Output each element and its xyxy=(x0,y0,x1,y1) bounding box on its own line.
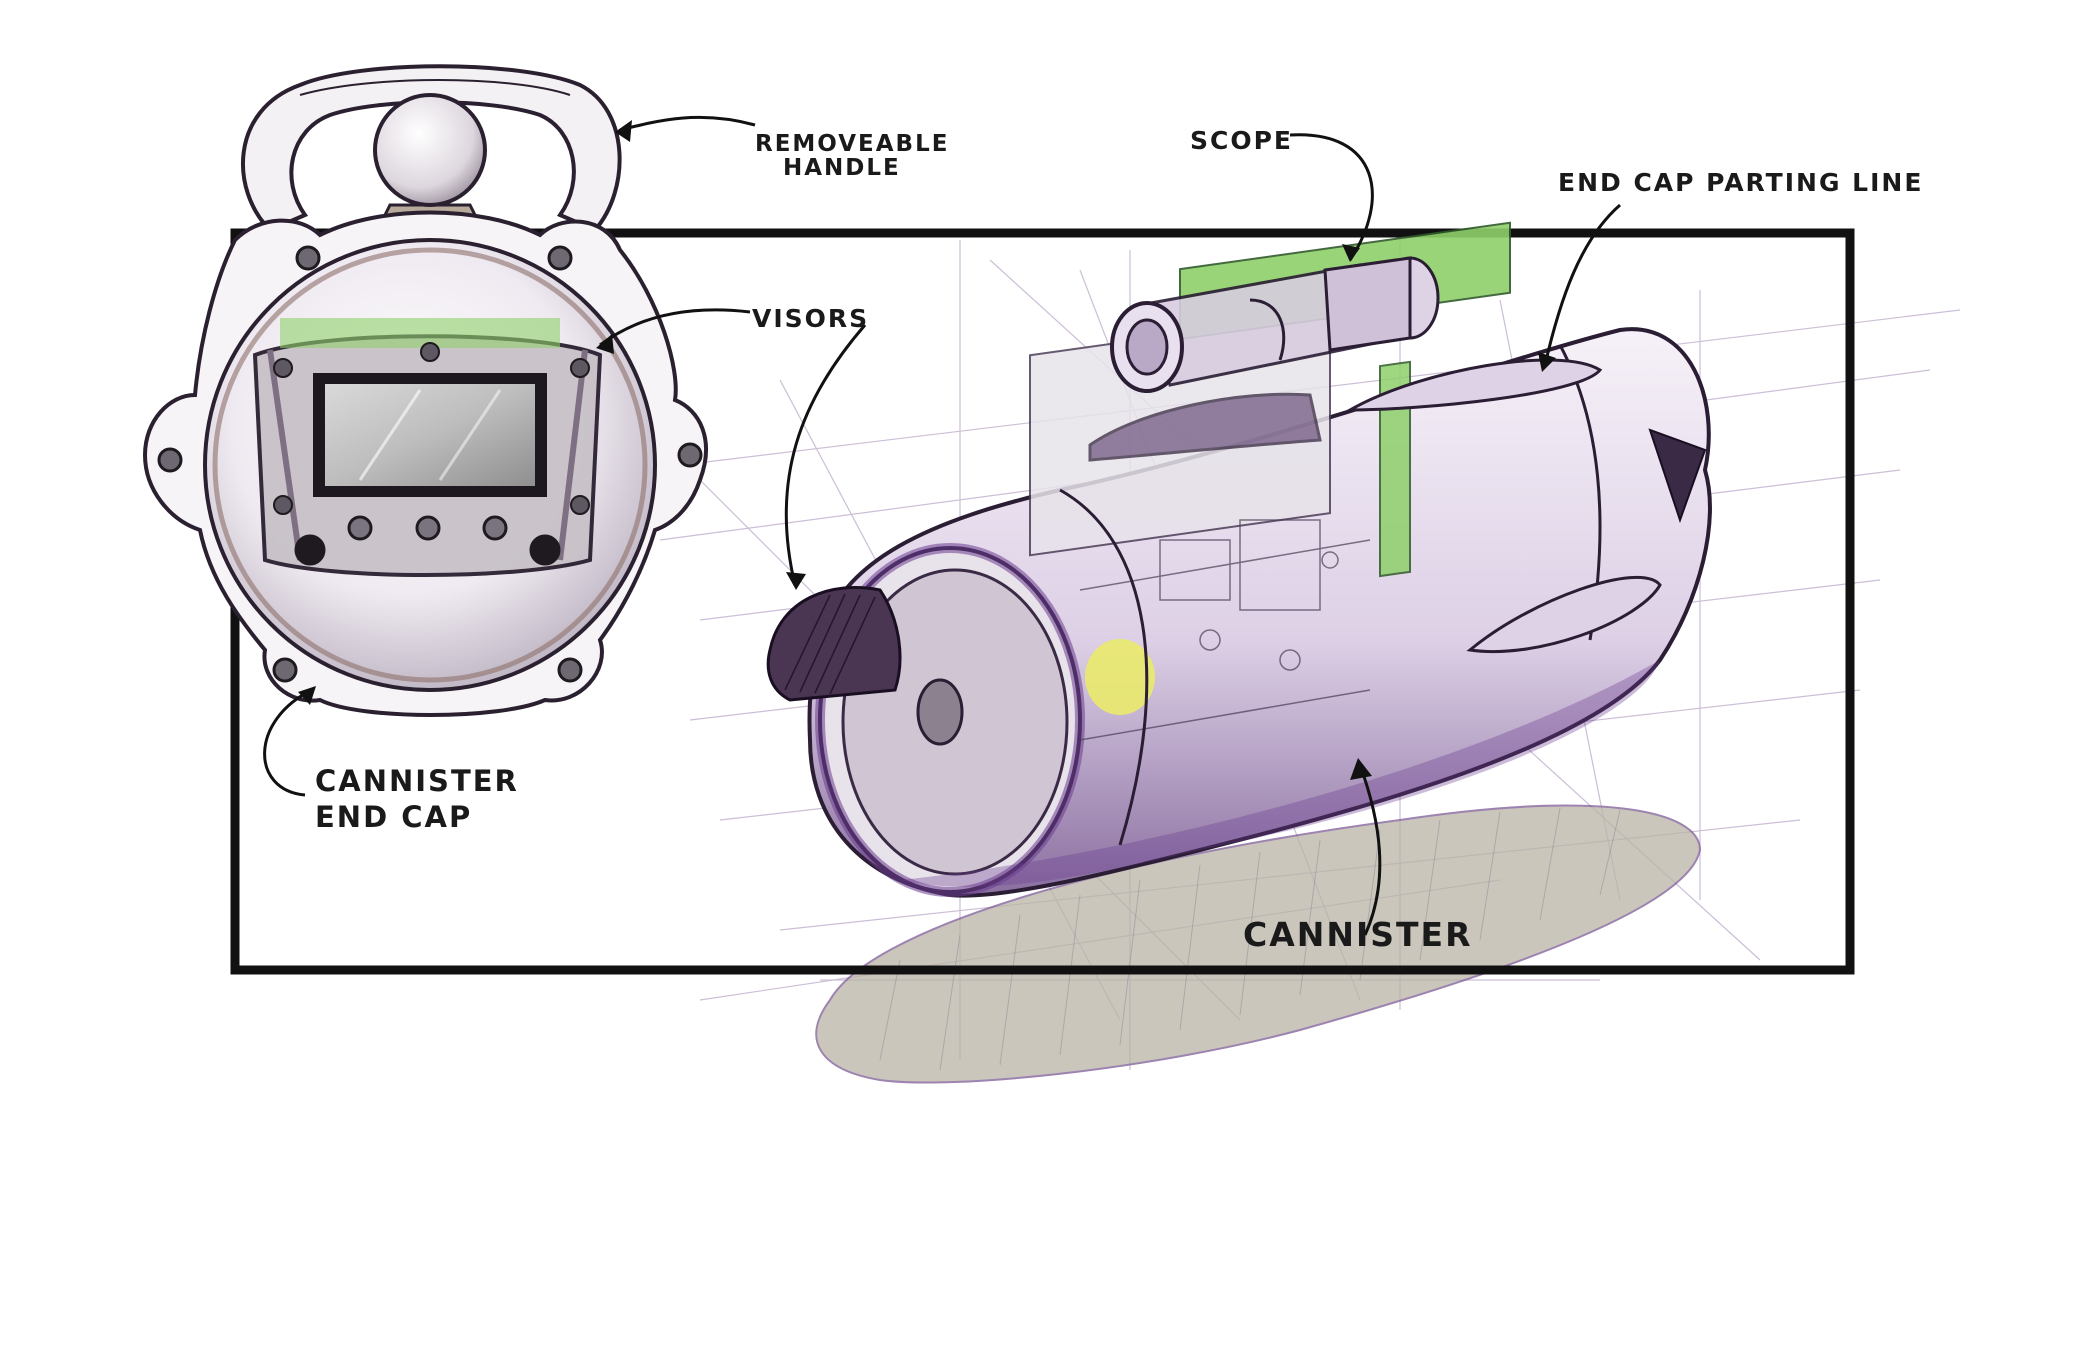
leader-visors xyxy=(599,308,751,347)
leader-visor-hood xyxy=(784,324,867,586)
leader-handle xyxy=(619,115,756,132)
scope xyxy=(1088,256,1440,462)
handle-knob xyxy=(373,93,487,207)
callout-visors-label: VISORS xyxy=(752,304,870,333)
callout-canister-end-cap-line2: END CAP xyxy=(315,800,473,835)
callout-removable-handle-line2: HANDLE xyxy=(783,155,901,182)
callout-canister-end-cap: CANNISTER END CAP xyxy=(315,766,519,833)
visor-pcb-strip xyxy=(280,318,560,348)
callout-canister-label: CANNISTER xyxy=(1243,915,1473,954)
leader-scope xyxy=(1289,133,1374,261)
callout-end-cap-parting-line-label: END CAP PARTING LINE xyxy=(1558,168,1924,197)
internal-pcb-vertical xyxy=(1379,360,1411,578)
lens xyxy=(916,678,964,746)
shadow-hatch xyxy=(879,807,1621,1071)
scope-mount xyxy=(1088,392,1322,462)
canister-band xyxy=(1059,488,1149,846)
leader-lines xyxy=(263,115,1621,936)
internal-yellow-element xyxy=(1085,639,1155,715)
arrowheads xyxy=(298,120,1556,780)
leader-canister xyxy=(1358,764,1382,936)
rear-slot-lower xyxy=(1466,575,1662,653)
rear-fin xyxy=(1648,428,1707,524)
cap-buttons xyxy=(294,515,561,566)
leader-parting xyxy=(1543,203,1621,366)
callout-canister-end-cap-line1: CANNISTER xyxy=(315,764,519,798)
cap-bolts xyxy=(157,245,703,683)
callout-removable-handle: REMOVEABLE HANDLE xyxy=(755,132,949,180)
canister-body xyxy=(766,221,1712,898)
callout-visors: VISORS xyxy=(752,304,870,333)
callout-canister: CANNISTER xyxy=(1243,915,1473,954)
rear-slot-upper xyxy=(1344,358,1603,412)
removable-handle xyxy=(241,64,622,233)
callout-end-cap-parting-line: END CAP PARTING LINE xyxy=(1558,168,1924,197)
callout-removable-handle-line1: REMOVEABLE xyxy=(755,131,950,157)
internal-detail-lines xyxy=(1079,519,1371,741)
callout-scope: SCOPE xyxy=(1190,126,1294,155)
leader-end-cap xyxy=(263,688,313,797)
callout-scope-label: SCOPE xyxy=(1190,126,1294,155)
front-opening-rim xyxy=(815,543,1085,897)
end-cap-front-view xyxy=(142,64,708,717)
